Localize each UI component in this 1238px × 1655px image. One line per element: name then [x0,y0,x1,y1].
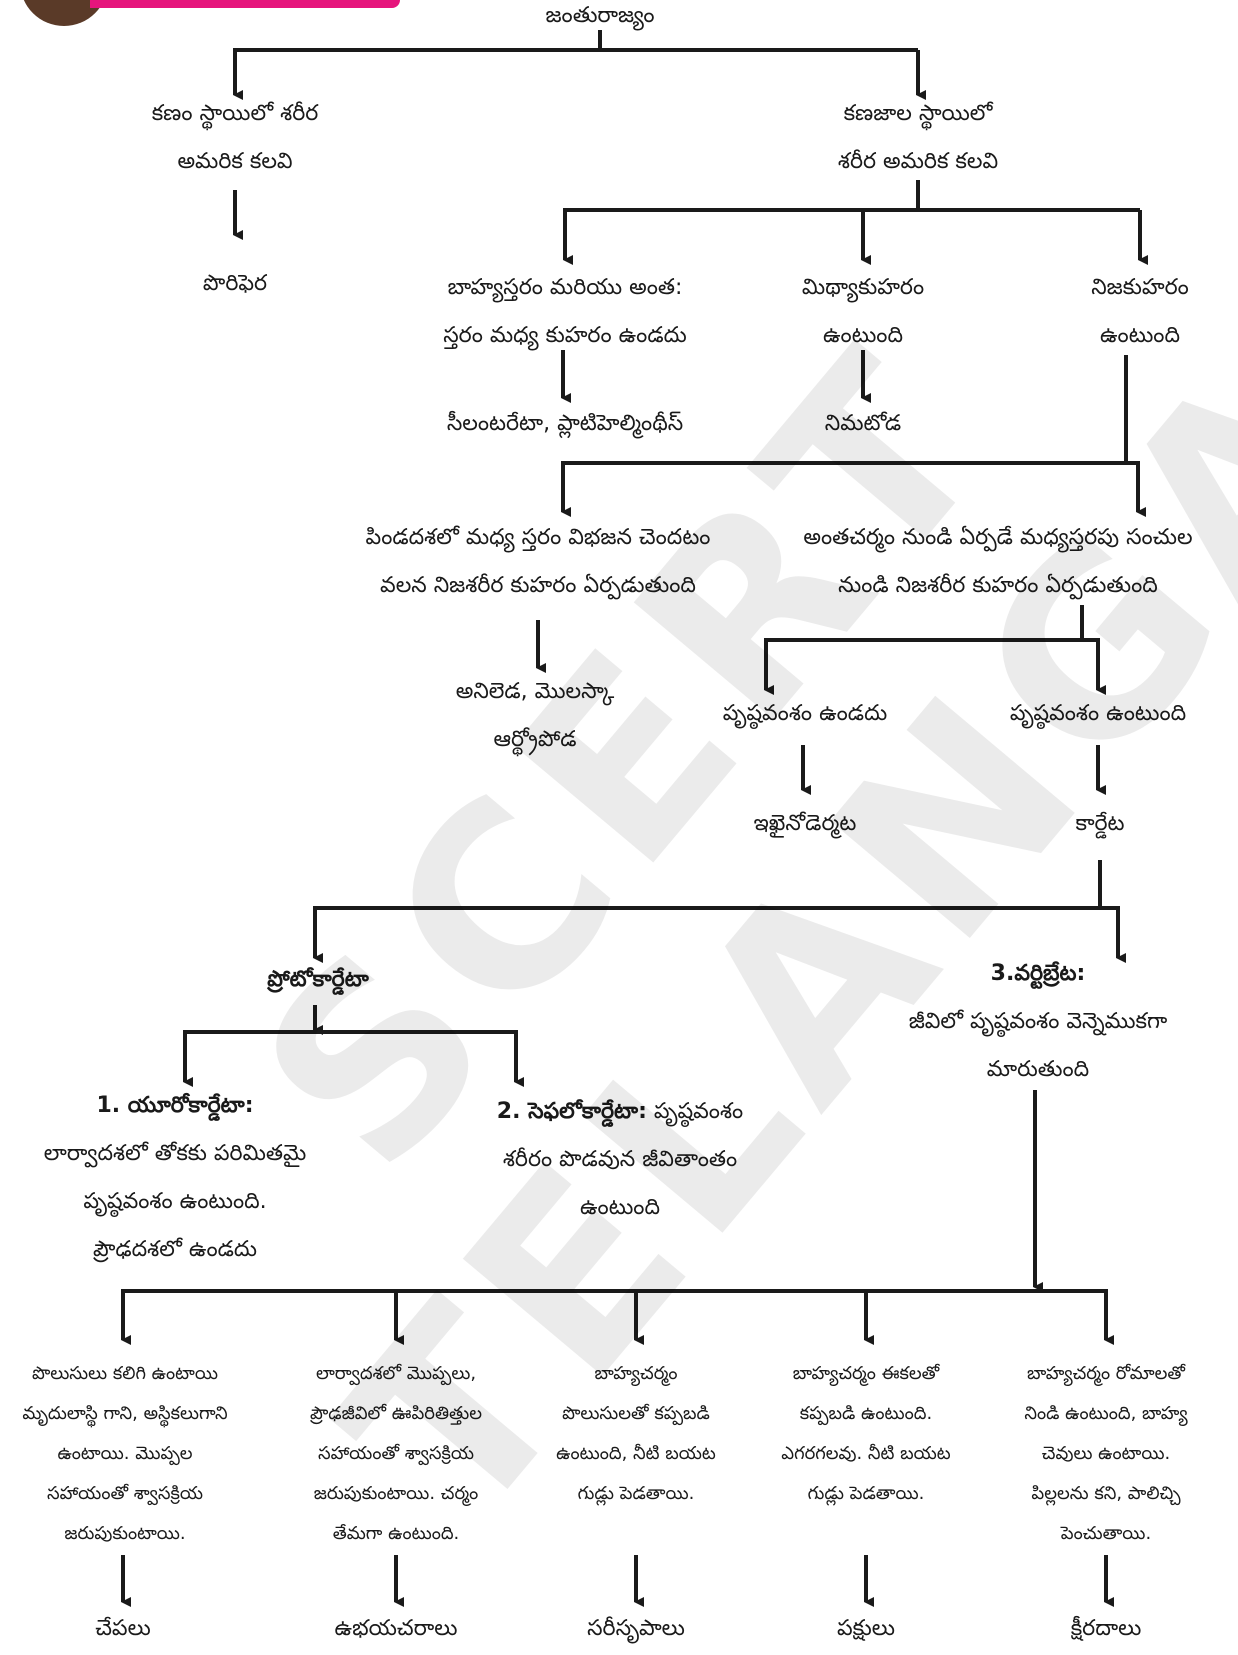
notochord-node: పృష్ఠవంశం ఉంటుంది [1009,701,1187,726]
root-node: జంతురాజ్యం [545,3,655,28]
no-notochord-node: పృష్ఠవంశం ఉండదు [722,701,888,726]
vertebrata-node: 3.వర్టిబ్రేట: జీవిలో పృష్ఠవంశం వెన్నెముక… [908,961,1168,1082]
amphibian-label: ఉభయచరాలు [334,1616,458,1641]
fish-desc: పొలుసులు కలిగి ఉంటాయిమృదులాస్థి గాని, అస… [22,1363,228,1544]
coelom-node: నిజకుహరంఉంటుంది [1091,275,1189,348]
chordata-node: కార్డేట [1075,811,1125,836]
porifera-node: పొరిఫెర [202,271,268,296]
schizocoel-node: పిండదశలో మధ్య స్తరం విభజన చెందటంవలన నిజశ… [365,525,711,598]
bird-desc: బాహ్యచర్మం ఈకలతోకప్పబడి ఉంటుంది.ఎగరగలవు.… [781,1363,951,1504]
fish-label: చేపలు [95,1616,151,1641]
reptile-label: సరీసృపాలు [587,1616,685,1641]
echinodermata-node: ఇఖైనోడెర్మట [753,811,857,836]
cephalochordata-node: 2. సెఫలోకార్డేటా: పృష్ఠవంశం శరీరం పొడవున… [496,1099,744,1220]
protochordata-node: ప్రోటోకార్డేటా [267,967,369,992]
acoelom-node: బాహ్యస్తరం మరియు అంత:స్తరం మధ్య కుహరం ఉం… [443,275,687,348]
reptile-desc: బాహ్యచర్మంపొలుసులతో కప్పబడిఉంటుంది, నీటి… [556,1363,716,1504]
amphibian-desc: లార్వాదశలో మొప్పలు,ప్రౌఢజీవిలో ఊపిరితిత్… [309,1363,483,1544]
bird-label: పక్షులు [837,1616,895,1641]
nematoda-node: నిమటోడ [824,411,902,436]
mammal-label: క్షీరదాలు [1070,1616,1142,1641]
header-accent-stripe [90,0,400,8]
tissue-level-node: కణజాల స్థాయిలోశరీర అమరిక కలవి [837,101,999,174]
acoelom-groups-node: సీలంటరేటా, ప్లాటిహెల్మింథీస్ [446,411,684,436]
urochordata-node: 1. యూరోకార్డేటా: లార్వాదశలో తోకకు పరిమిత… [43,1093,307,1262]
pseudocoelom-node: మిథ్యాకుహరంఉంటుంది [801,275,925,348]
schizocoel-groups-node: అనిలెడ, మొలస్కాఆర్థ్రోపోడ [455,679,615,752]
